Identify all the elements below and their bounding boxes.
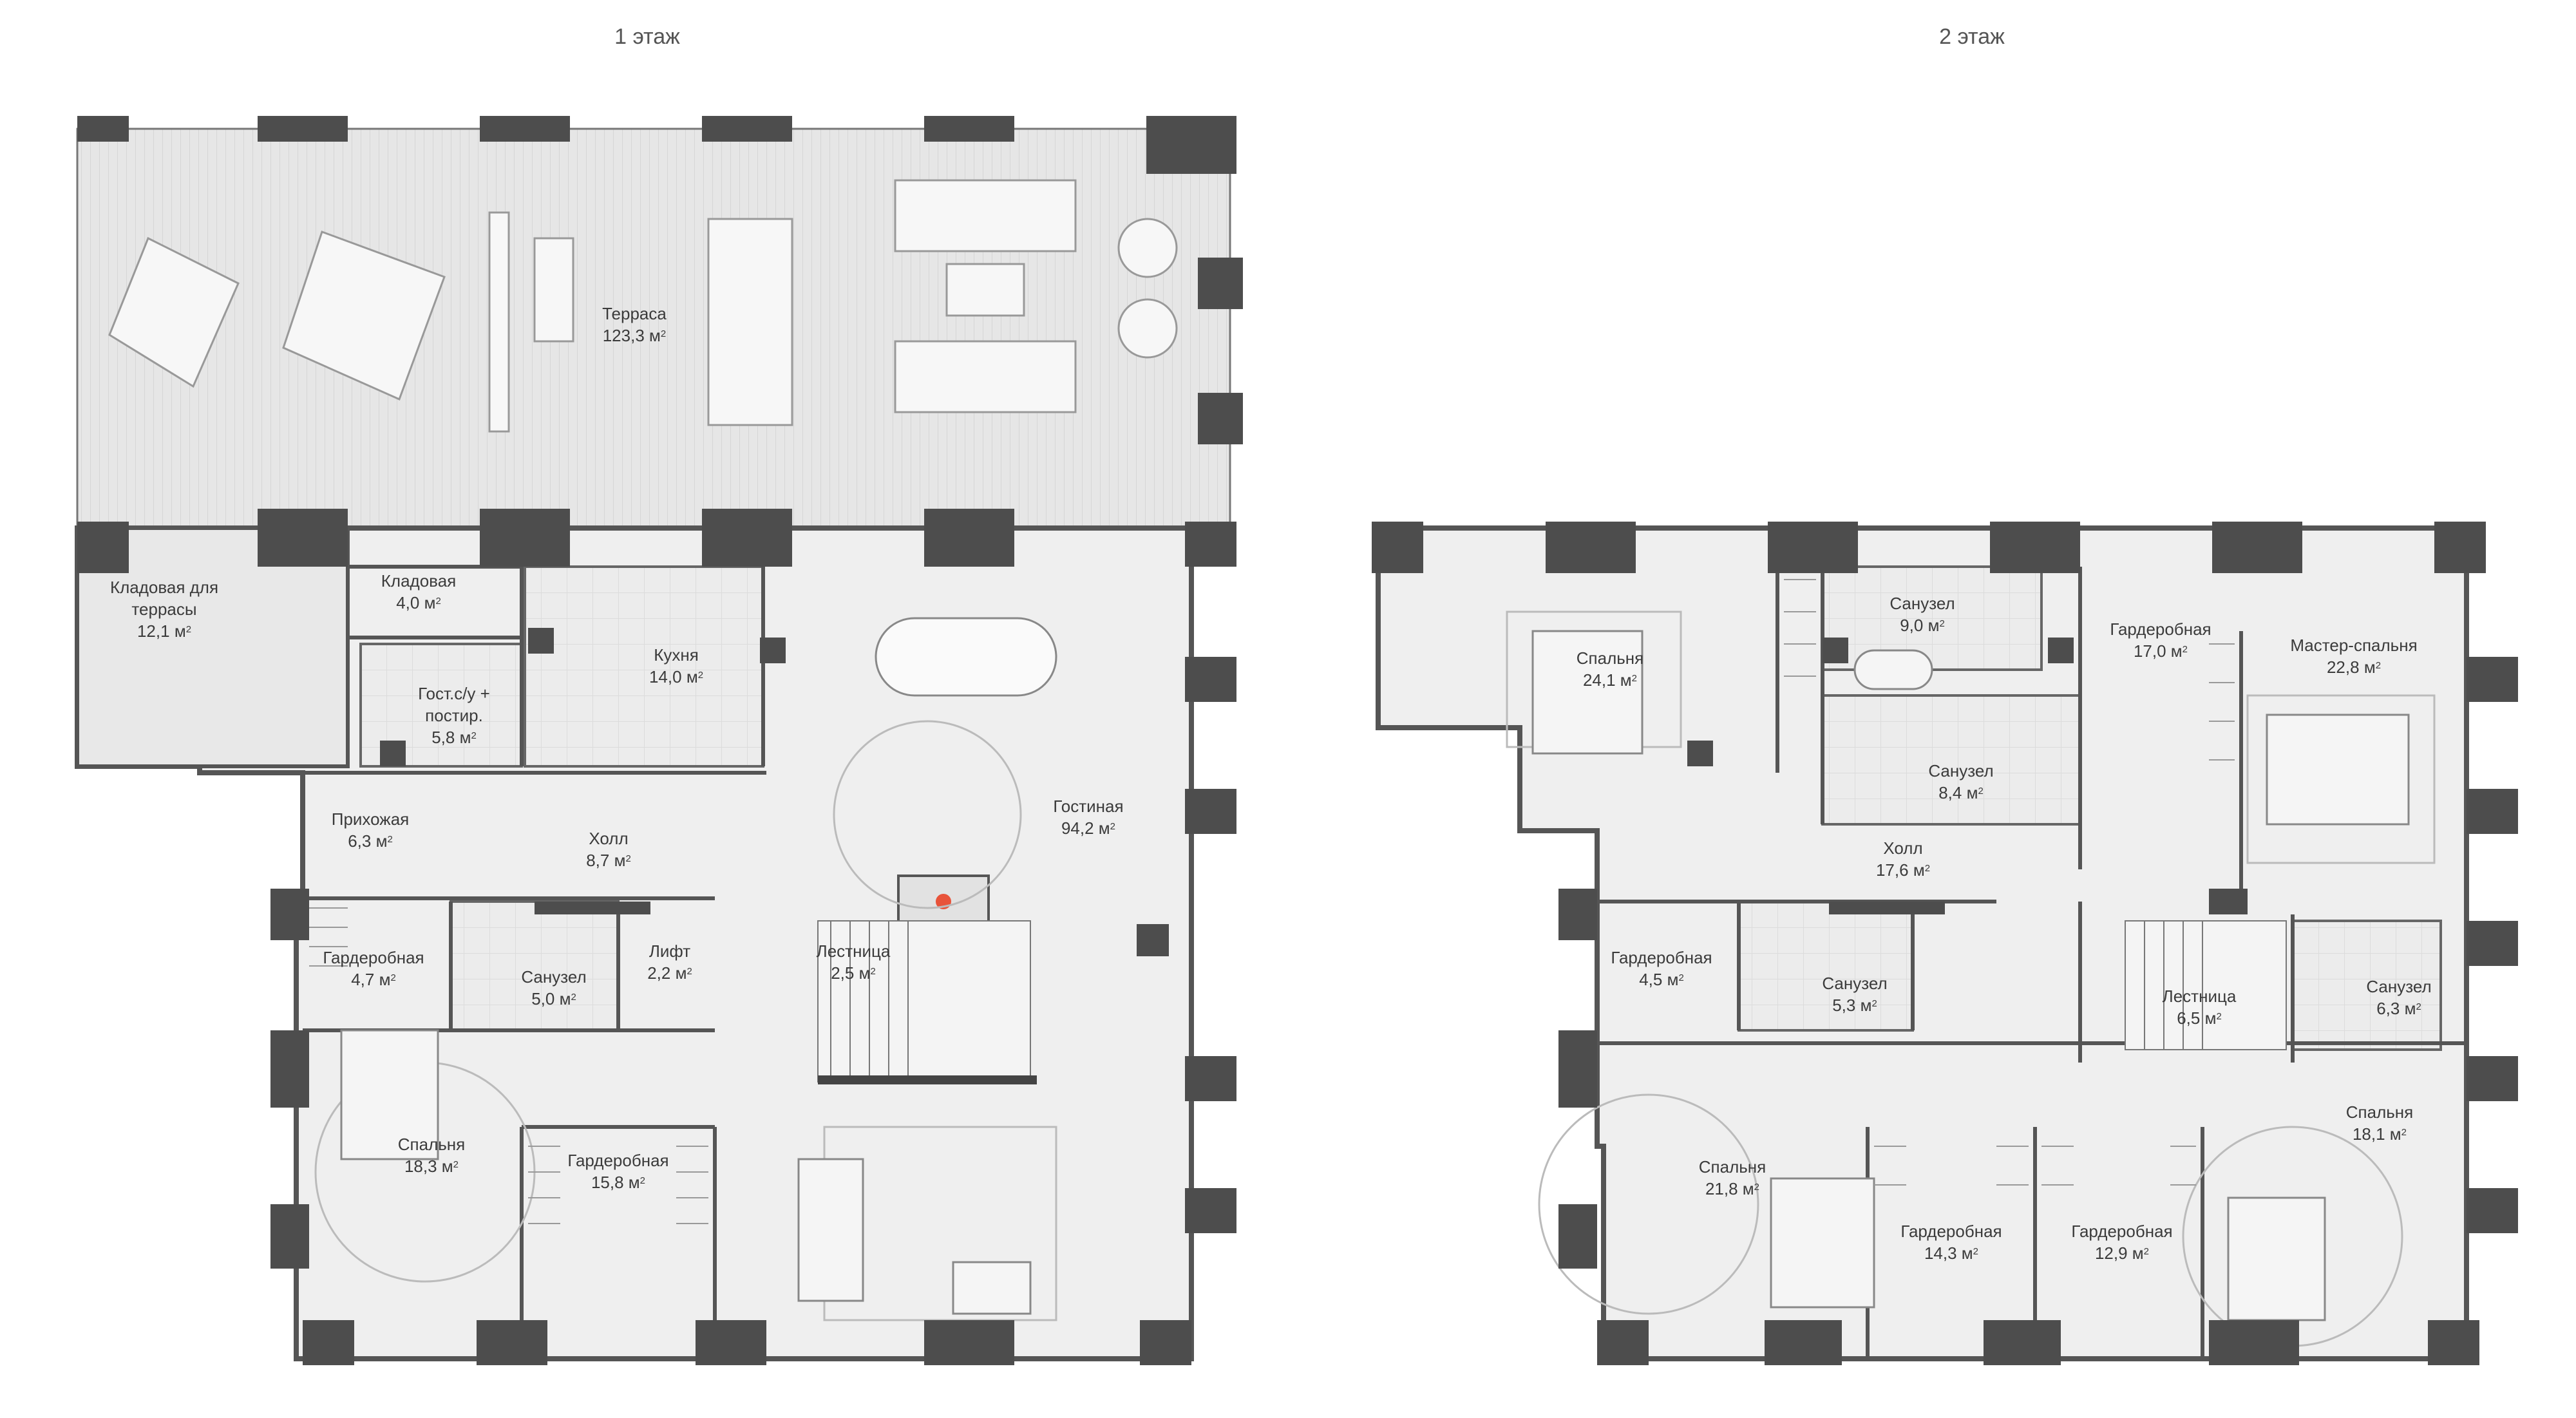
room-label-f2-hall: Холл 17,6 м2: [1875, 838, 1931, 880]
room-label-f2-master-bedroom: Мастер-спальня 22,8 м2: [2290, 636, 2418, 677]
room-label-guest-wc: Гост.с/у + постир. 5,8 м2: [418, 684, 490, 747]
floor-1-title: 1 этаж: [614, 24, 680, 49]
room-label-hall: Холл 8,7 м2: [586, 829, 631, 870]
room-label-terrace: Терраса 123,3 м2: [602, 304, 667, 345]
room-label-entrance: Прихожая 6,3 м2: [331, 809, 410, 851]
room-label-bedroom-1: Спальня 18,3 м2: [397, 1135, 466, 1176]
room-label-terrace-storage: Кладовая для террасы 12,1 м2: [109, 578, 219, 641]
room-label-f2-bathroom-1: Санузел 9,0 м2: [1889, 594, 1955, 635]
room-label-f2-wardrobe-2: Гардеробная 4,5 м2: [1611, 948, 1712, 989]
room-label-f2-bedroom-1: Спальня 24,1 м2: [1576, 648, 1644, 690]
room-label-wardrobe-2: Гардеробная 15,8 м2: [567, 1151, 669, 1192]
room-label-f2-wardrobe-4: Гардеробная 12,9 м2: [2071, 1222, 2173, 1263]
room-label-f2-bathroom-2: Санузел 8,4 м2: [1928, 761, 1994, 802]
room-label-living-room: Гостиная 94,2 м2: [1053, 797, 1124, 838]
room-label-f2-stairs: Лестница 6,5 м2: [2162, 987, 2237, 1028]
room-label-f2-bedroom-2: Спальня 21,8 м2: [1698, 1157, 1766, 1198]
room-label-f2-wardrobe-3: Гардеробная 14,3 м2: [1900, 1222, 2002, 1263]
room-label-stairs: Лестница 2,5 м2: [816, 941, 891, 983]
room-label-f2-bathroom-4: Санузел 6,3 м2: [2366, 977, 2432, 1018]
room-label-wardrobe-1: Гардеробная 4,7 м2: [323, 948, 424, 989]
floor-2-title: 2 этаж: [1939, 24, 2005, 49]
room-label-f2-wardrobe-1: Гардеробная 17,0 м2: [2110, 619, 2211, 661]
room-label-bathroom: Санузел 5,0 м2: [521, 967, 587, 1008]
room-label-kitchen: Кухня 14,0 м2: [649, 645, 704, 686]
floor-2-plan: [1372, 522, 2518, 1365]
room-label-f2-bedroom-3: Спальня 18,1 м2: [2345, 1102, 2414, 1144]
floor-1-plan: [75, 116, 1243, 1365]
room-label-f2-bathroom-3: Санузел 5,3 м2: [1822, 974, 1888, 1015]
room-label-storage: Кладовая 4,0 м2: [381, 571, 457, 612]
room-label-elevator: Лифт 2,2 м2: [647, 941, 692, 983]
